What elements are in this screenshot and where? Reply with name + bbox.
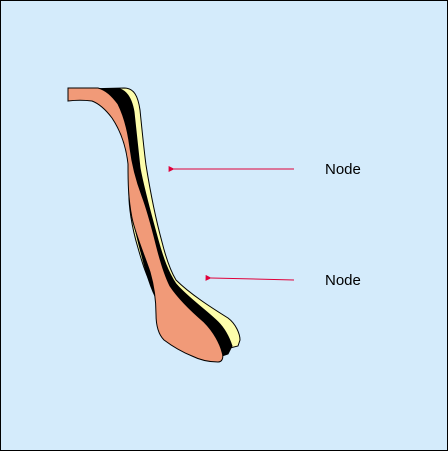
upper-node-label: Node: [325, 161, 361, 178]
lower-arrow: [205, 274, 295, 281]
lower-node-label: Node: [325, 272, 361, 289]
inner-layer: [67, 87, 224, 363]
